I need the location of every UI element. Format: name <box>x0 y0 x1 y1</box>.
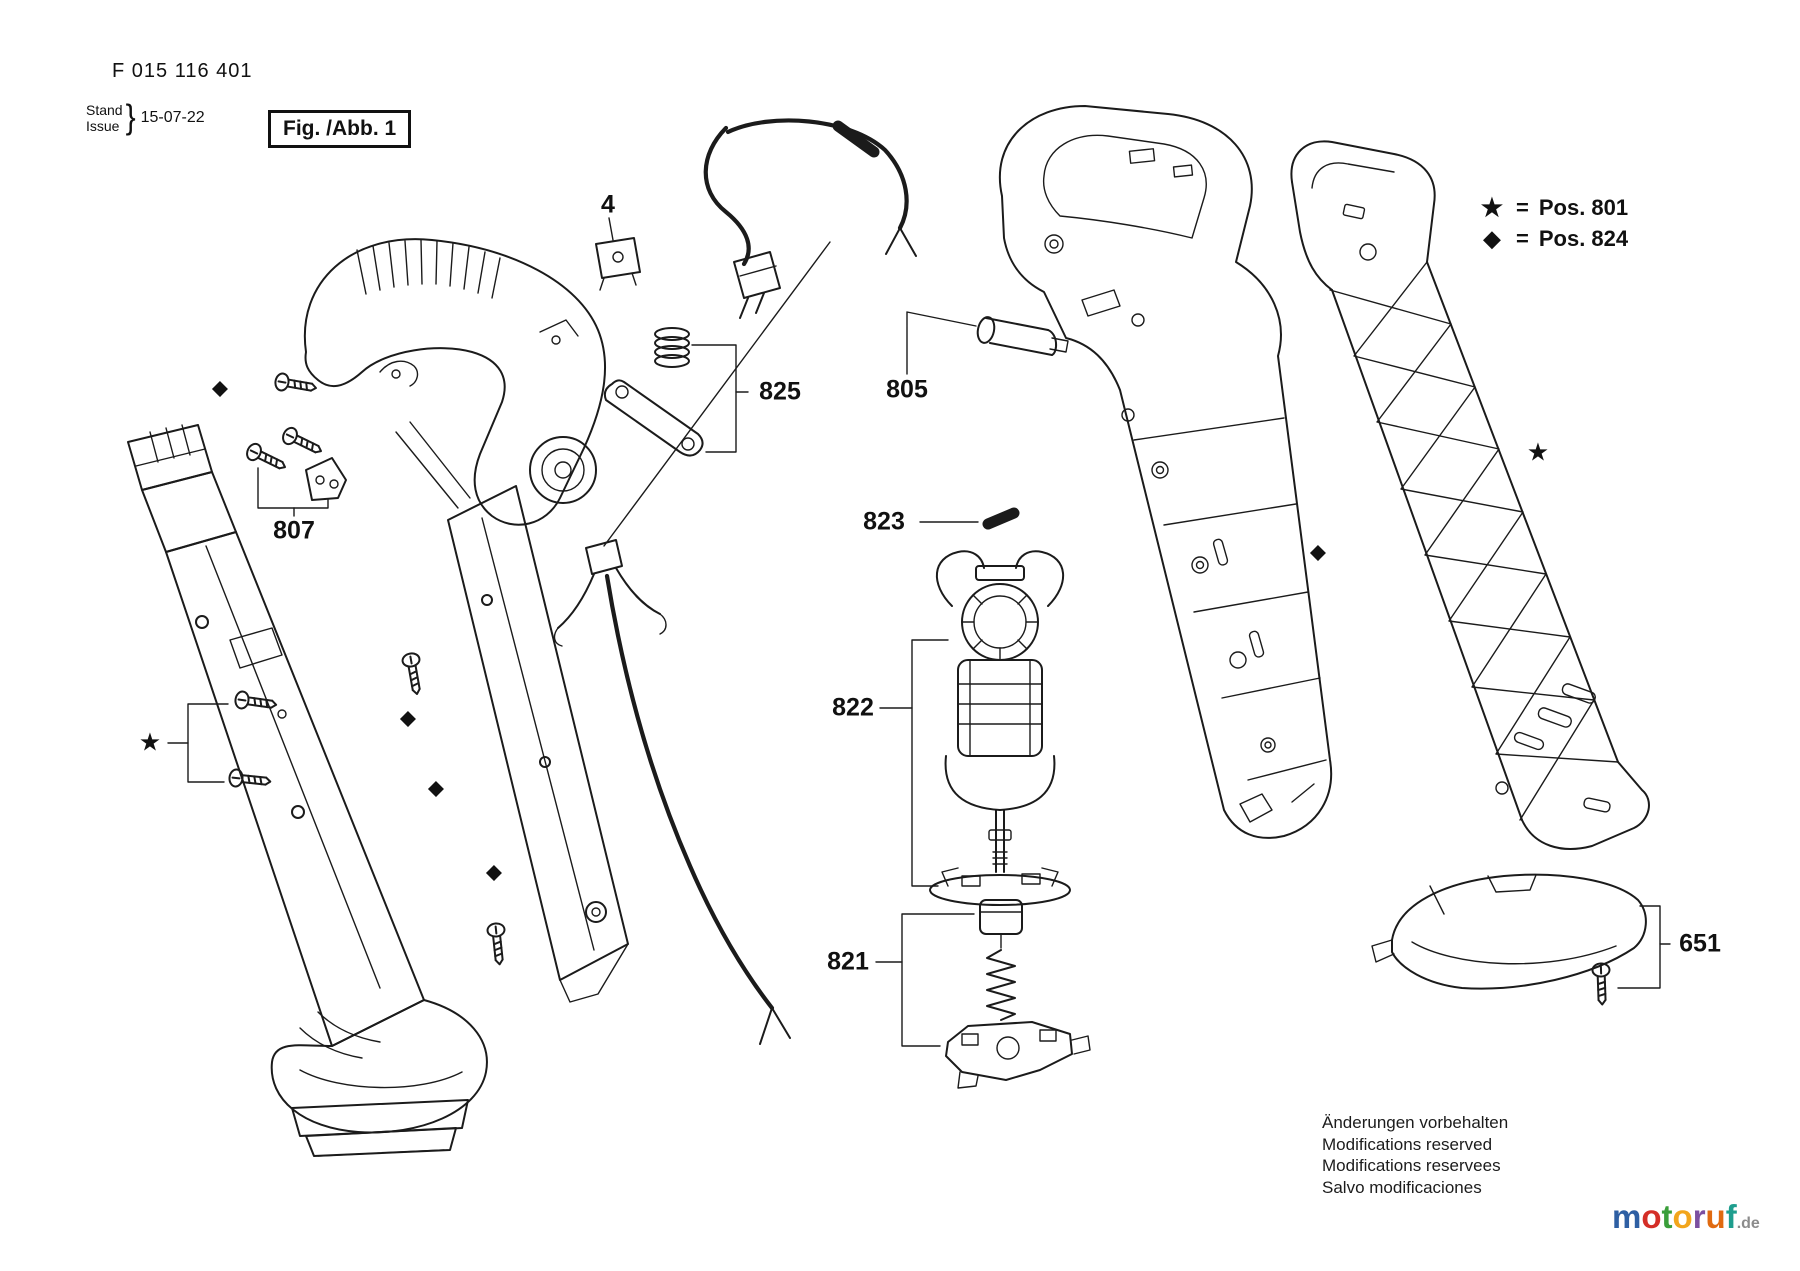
logo-letter: r <box>1692 1198 1706 1235</box>
drawing-pin <box>919 507 1020 530</box>
drawing-spool-assembly <box>875 899 1091 1089</box>
drawing-power-cord <box>703 118 1069 375</box>
star-icon: ★ <box>1480 193 1504 222</box>
legend-star-label: Pos. 801 <box>1538 194 1629 220</box>
drawing-cable-clamp <box>595 217 641 291</box>
drawing-spring-and-lever <box>603 327 749 457</box>
equals-sign: = <box>1516 194 1529 220</box>
logo-letter: t <box>1661 1198 1673 1235</box>
part-label-805: 805 <box>886 375 928 404</box>
logo-letter: o <box>1641 1198 1662 1235</box>
symbol-legend: ★ = Pos. 801 ◆ = Pos. 824 <box>1478 192 1628 254</box>
part-label-4: 4 <box>601 190 615 219</box>
legend-row-star: ★ = Pos. 801 <box>1478 192 1628 223</box>
issue-label: Issue <box>86 118 120 134</box>
issue-date: 15-07-22 <box>140 109 205 126</box>
issue-block: Stand Issue } 15-07-22 <box>86 98 205 137</box>
document-part-number: F 015 116 401 <box>112 60 253 82</box>
diamond-marker: ◆ <box>211 376 229 400</box>
star-marker: ★ <box>1526 438 1550 467</box>
diamond-marker: ◆ <box>485 860 503 884</box>
diamond-marker: ◆ <box>1309 540 1327 564</box>
part-label-825: 825 <box>759 377 801 406</box>
motoruf-logo[interactable]: motoruf.de <box>1612 1198 1760 1236</box>
figure-label-box: Fig. /Abb. 1 <box>268 110 412 148</box>
legend-diamond-label: Pos. 824 <box>1538 225 1629 251</box>
drawing-lower-shaft-assembly <box>127 424 488 1157</box>
drawing-housing-inner-half <box>999 105 1333 839</box>
star-marker: ★ <box>138 728 162 757</box>
logo-letter: m <box>1612 1198 1642 1235</box>
equals-sign: = <box>1516 225 1529 251</box>
drawing-cable-guide <box>553 241 831 1045</box>
drawing-housing-outer-half <box>1290 140 1650 850</box>
logo-letter: o <box>1672 1198 1693 1235</box>
diamond-icon: ◆ <box>1483 225 1501 251</box>
drawing-handle-assembly <box>303 238 629 1003</box>
note-line: Modifications reserved <box>1322 1134 1493 1154</box>
stand-label: Stand <box>86 102 123 118</box>
logo-letter: u <box>1705 1198 1726 1235</box>
diamond-marker: ◆ <box>399 706 417 730</box>
drawing-motor-assembly <box>879 550 1071 906</box>
drawing-guard <box>1371 873 1671 1006</box>
legend-row-diamond: ◆ = Pos. 824 <box>1478 223 1629 254</box>
part-label-823: 823 <box>863 507 905 536</box>
brace-glyph: } <box>125 98 136 137</box>
drawing-screws-and-brackets <box>167 371 510 967</box>
part-label-822: 822 <box>832 693 874 722</box>
note-line: Modifications reservees <box>1322 1156 1501 1175</box>
logo-suffix: .de <box>1736 1215 1760 1232</box>
issue-labels: Stand Issue <box>86 102 123 134</box>
note-line: Änderungen vorbehalten <box>1322 1113 1509 1132</box>
note-line: Salvo modificaciones <box>1322 1177 1482 1197</box>
modification-notes: Änderungen vorbehalten Modifications res… <box>1322 1112 1508 1198</box>
logo-letter: f <box>1725 1198 1737 1235</box>
part-label-651: 651 <box>1679 929 1721 958</box>
part-label-807: 807 <box>273 516 315 545</box>
part-label-821: 821 <box>827 947 869 976</box>
diamond-marker: ◆ <box>427 776 445 800</box>
